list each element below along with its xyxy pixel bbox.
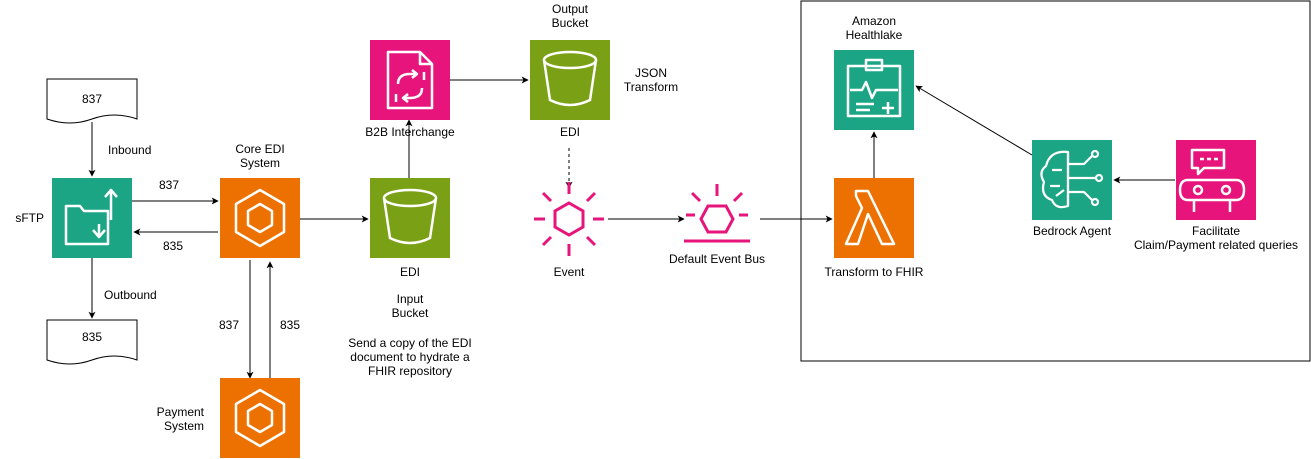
lambda-node[interactable] — [834, 178, 914, 258]
b2b-node[interactable] — [370, 40, 450, 120]
outbound-label: Outbound — [104, 288, 157, 302]
output-bucket-node[interactable] — [530, 40, 610, 120]
facilitate-label: Facilitate Claim/Payment related queries — [1133, 224, 1299, 252]
core-edi-node[interactable] — [220, 178, 300, 258]
input-bucket-label: EDI — [399, 265, 420, 279]
eventbridge-bus-icon — [684, 184, 750, 243]
document-835-label: 835 — [82, 330, 103, 344]
bedrock-node[interactable] — [1032, 140, 1112, 220]
document-837-label: 837 — [82, 92, 103, 106]
facilitate-node[interactable] — [1176, 140, 1256, 220]
input-bucket-title: Input Bucket — [391, 292, 429, 320]
lambda-label: Transform to FHIR — [824, 265, 924, 279]
send-copy-note: Send a copy of the EDI document to hydra… — [348, 336, 472, 378]
sftp-transfer-icon — [64, 188, 118, 246]
chatbot-icon — [1178, 148, 1246, 212]
event-node[interactable] — [534, 182, 604, 256]
payment-label: Payment System — [156, 405, 204, 433]
edge-835-label: 835 — [163, 239, 184, 253]
event-bus-node[interactable] — [684, 184, 750, 243]
document-837[interactable] — [46, 78, 138, 124]
bedrock-label: Bedrock Agent — [1032, 224, 1112, 238]
input-bucket-node[interactable] — [370, 178, 450, 258]
inbound-label: Inbound — [108, 143, 152, 157]
sftp-label: sFTP — [15, 211, 44, 225]
healthlake-icon — [846, 58, 902, 118]
core-edi-label: Core EDI System — [235, 142, 285, 170]
lambda-icon — [844, 189, 896, 246]
json-transform-label: JSON Transform — [623, 66, 679, 94]
ecs-container-icon — [234, 388, 286, 448]
event-label: Event — [553, 265, 585, 279]
document-835[interactable] — [46, 319, 138, 365]
sftp-node[interactable] — [52, 178, 132, 258]
output-bucket-label: EDI — [559, 125, 580, 139]
healthlake-label: Amazon Healthlake — [845, 14, 903, 42]
edge-bedrock-healthlake — [915, 85, 1033, 156]
event-bus-label: Default Event Bus — [668, 252, 766, 266]
s3-bucket-icon — [382, 188, 438, 245]
healthlake-boundary — [800, 0, 1311, 362]
edge-837-label: 837 — [159, 178, 180, 192]
eventbridge-event-icon — [534, 182, 604, 256]
s3-bucket-icon — [542, 50, 598, 107]
connectors — [88, 76, 1175, 379]
ecs-container-icon — [234, 188, 286, 248]
b2b-data-interchange-icon — [386, 50, 434, 110]
b2b-label: B2B Interchange — [365, 125, 455, 139]
output-bucket-title: Output Bucket — [551, 2, 589, 30]
payment-node[interactable] — [220, 378, 300, 458]
edge-835-up-label: 835 — [280, 318, 301, 332]
healthlake-node[interactable] — [834, 50, 914, 130]
bedrock-agent-icon — [1040, 149, 1104, 209]
edge-837-down-label: 837 — [219, 318, 240, 332]
